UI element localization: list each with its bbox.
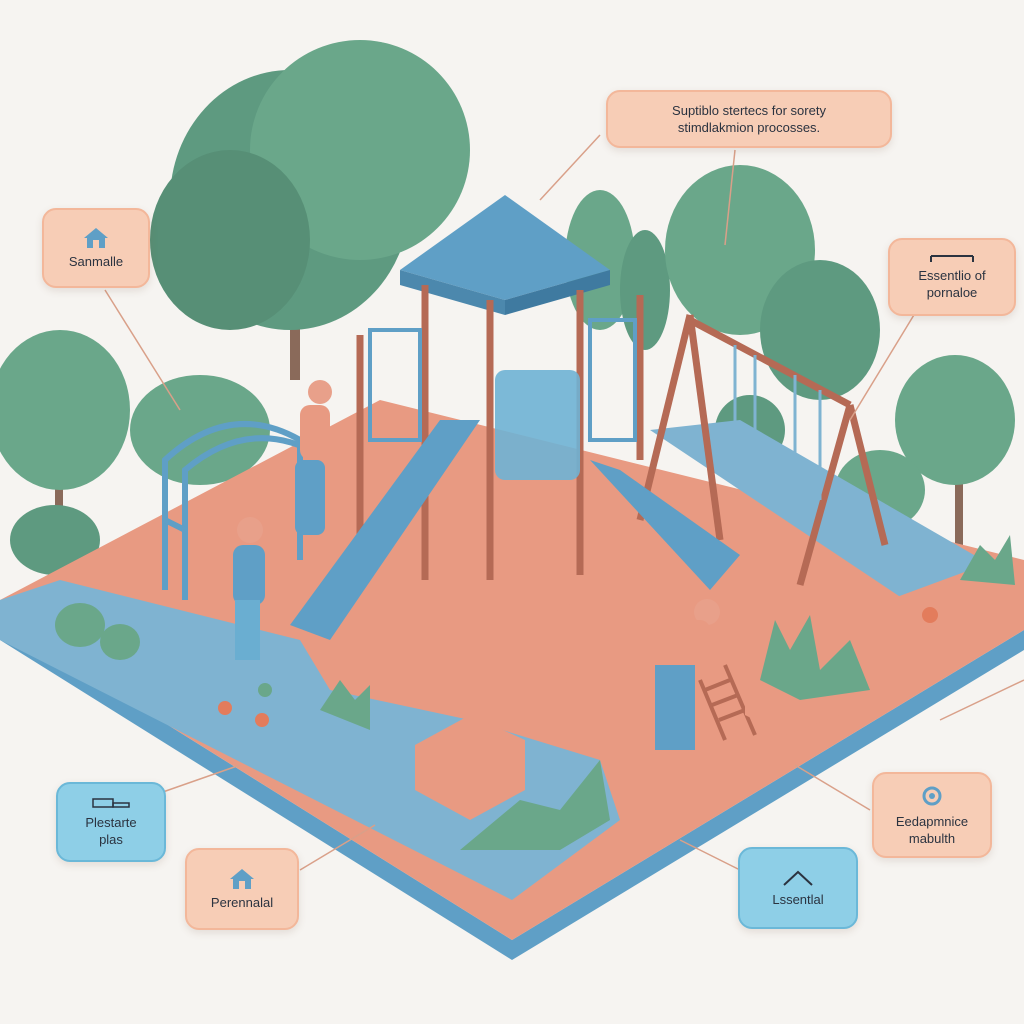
- callout-left-label: Sanmalle: [42, 208, 150, 288]
- callout-bottom-right-line1: Eedapmnice: [895, 814, 969, 829]
- house-icon: [84, 227, 108, 248]
- house-icon: [230, 868, 254, 889]
- play-structure: [290, 195, 740, 640]
- plants: [55, 535, 1015, 850]
- callout-left-text: Sanmalle: [68, 253, 124, 269]
- roof-icon: [783, 870, 813, 886]
- callout-bottom-mid-left-label: Perennalal: [185, 848, 299, 930]
- planters: [218, 570, 1024, 820]
- child-figures: [233, 380, 720, 750]
- callout-bottom-mid-right-label: Lssentlal: [738, 847, 858, 929]
- gear-icon: [922, 786, 942, 806]
- callout-bottom-right-label: Eedapmnice mabulth: [872, 772, 992, 858]
- swing-set: [636, 314, 889, 586]
- callout-bottom-mid-left-text: Perennalal: [210, 894, 274, 910]
- callout-bottom-left-label: Plestarte plas: [56, 782, 166, 862]
- callout-right-line1: Essentlio of: [918, 268, 986, 283]
- callout-top-line2: stimdlakmion procosses.: [677, 120, 821, 135]
- ladder: [698, 664, 757, 741]
- callout-right-label: Essentlio of pornaloe: [888, 238, 1016, 316]
- callout-bottom-left-line1: Plestarte: [85, 815, 137, 830]
- callout-bottom-right-line2: mabulth: [908, 831, 956, 846]
- callout-bottom-left-line2: plas: [99, 832, 123, 847]
- callout-top-line1: Suptiblo stertecs for sorety: [672, 103, 826, 118]
- bar-icon: [930, 255, 974, 262]
- callout-top-note: Suptiblo stertecs for sorety stimdlakmio…: [606, 90, 892, 148]
- callout-bottom-mid-right-text: Lssentlal: [772, 891, 824, 907]
- callout-right-line2: pornaloe: [926, 285, 978, 300]
- bench-icon: [92, 798, 130, 808]
- tree-cluster-back: [0, 40, 1015, 575]
- callout-leader-lines: [104, 134, 1024, 871]
